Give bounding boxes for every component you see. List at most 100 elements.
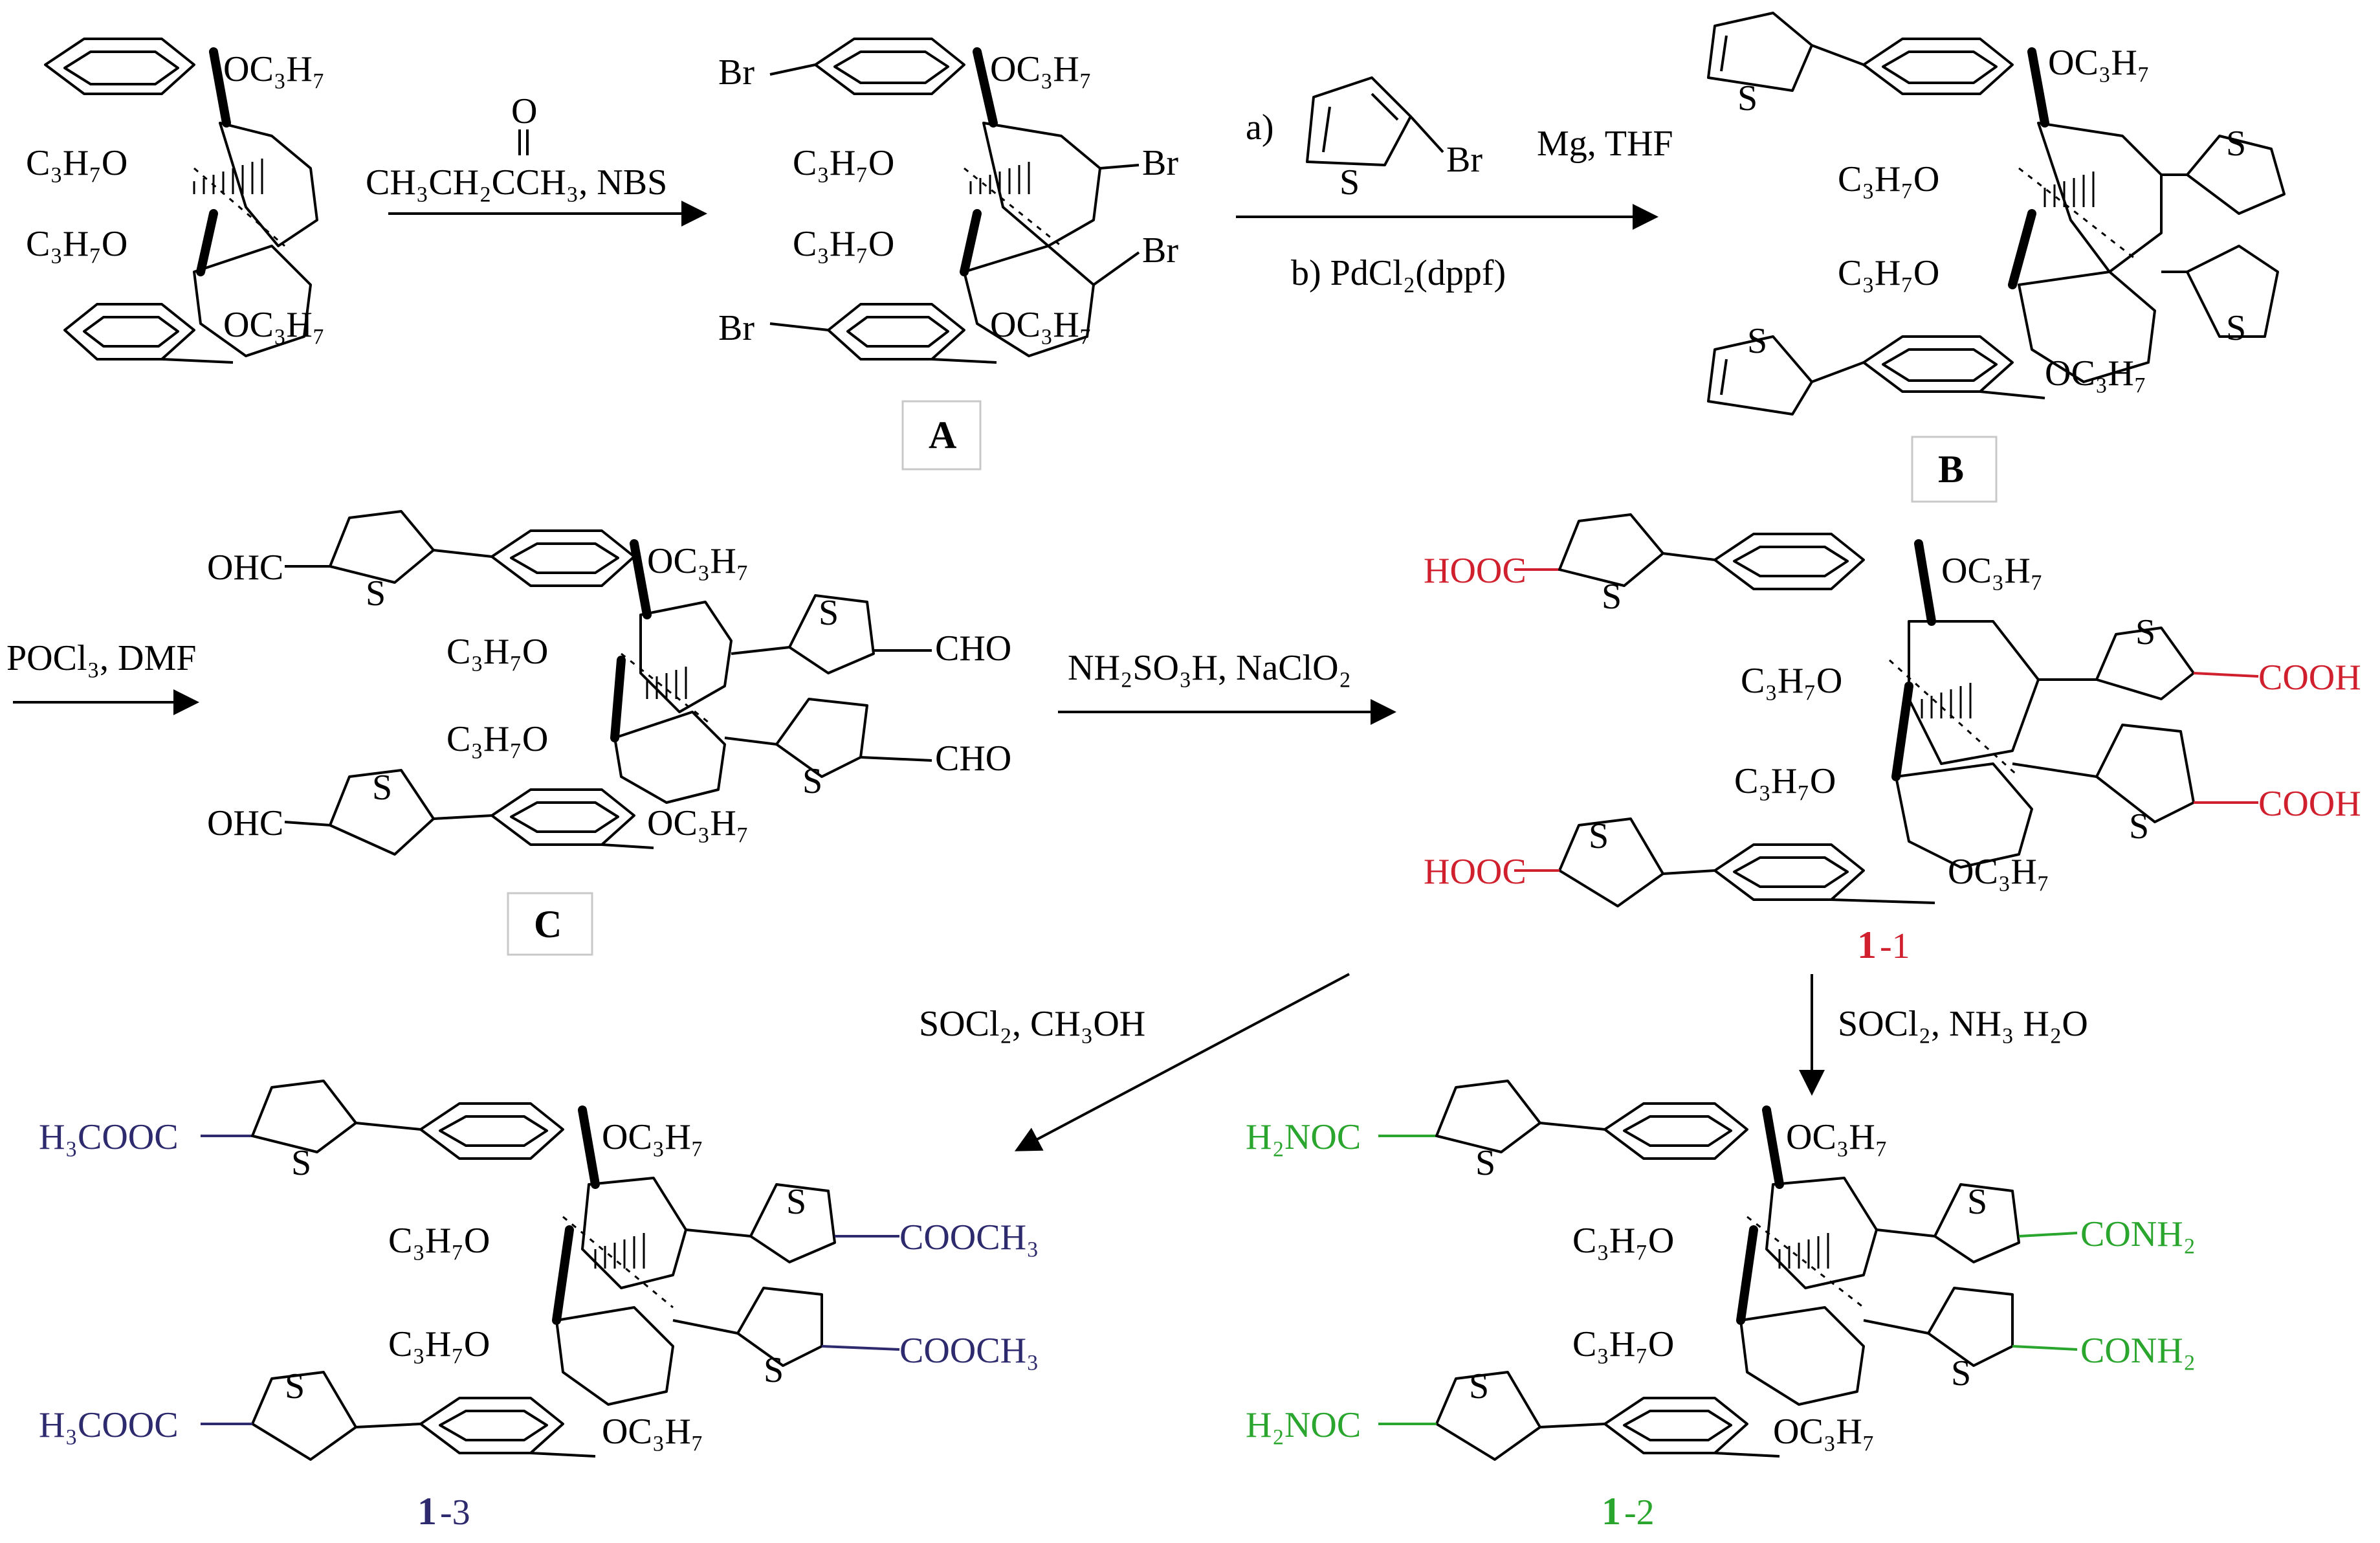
- compound-label-1-2-suffix: -2: [1624, 1493, 1655, 1533]
- hatch-1-1: [1921, 683, 1972, 718]
- oc3h7-label: OC₃H₇: [647, 803, 749, 843]
- c3h7o-label: C₃H₇O: [26, 143, 127, 183]
- br-label: Br: [1142, 230, 1178, 271]
- oc3h7-label: OC₃H₇: [223, 49, 325, 89]
- oc3h7-label: OC₃H₇: [223, 305, 325, 345]
- s-label: S: [1602, 577, 1622, 617]
- cho-label: CHO: [935, 628, 1011, 669]
- hatch-1: [193, 159, 263, 194]
- c3h7o-label: C₃H₇O: [388, 1324, 490, 1364]
- h3cooc-label: H₃COOC: [39, 1405, 179, 1445]
- s-label: S: [1951, 1353, 1971, 1393]
- h2noc-label: H₂NOC: [1246, 1117, 1361, 1157]
- br-label: Br: [1142, 143, 1178, 183]
- c3h7o-label: C₃H₇O: [1572, 1221, 1674, 1261]
- c3h7o-label: C₃H₇O: [793, 143, 894, 183]
- oc3h7-label: OC₃H₇: [2048, 43, 2150, 83]
- s-label: S: [291, 1143, 311, 1183]
- s-label: S: [802, 761, 822, 801]
- s-label: S: [764, 1350, 784, 1390]
- c3h7o-label: C₃H₇O: [793, 224, 894, 264]
- c3h7o-label: C₃H₇O: [1734, 761, 1836, 801]
- h3cooc-label: H₃COOC: [39, 1117, 179, 1157]
- s-label: S: [2226, 308, 2246, 348]
- compound-label-1-3-number: 1: [417, 1490, 437, 1533]
- oc3h7-label: OC₃H₇: [990, 305, 1092, 345]
- ohc-label: OHC: [207, 548, 283, 588]
- hooc-label: HOOC: [1424, 551, 1526, 591]
- reaction-arrow-6: SOCl₂, NH₃ H₂O: [1799, 974, 2088, 1096]
- compound-label-1-3-suffix: -3: [440, 1493, 470, 1533]
- reagent-step2-b: Mg, THF: [1537, 124, 1673, 164]
- compound-label-1-2-number: 1: [1602, 1490, 1621, 1533]
- compound-label-1-1-number: 1: [1857, 924, 1877, 966]
- s-label: S: [2129, 806, 2149, 847]
- br-label: Br: [718, 52, 755, 93]
- c3h7o-label: C₃H₇O: [446, 719, 548, 759]
- compound-label-1-1-suffix: -1: [1880, 926, 1910, 966]
- c3h7o-label: C₃H₇O: [1741, 661, 1842, 701]
- oc3h7-label: OC₃H₇: [602, 1117, 703, 1157]
- cooch3-label: COOCH₃: [899, 1331, 1039, 1371]
- hooc-label: HOOC: [1424, 852, 1526, 892]
- reagent-step3: POCl₃, DMF: [6, 638, 196, 678]
- reaction-arrow-2: a) S Br Mg, THF b) PdCl₂(dppf): [1236, 76, 1673, 293]
- oc3h7-label: OC₃H₇: [1948, 852, 2049, 892]
- s-label: S: [372, 768, 392, 808]
- compound-1-3: H₃COOC S S COOCH₃ S COOCH₃ S H₃COOC: [39, 1080, 1039, 1533]
- c3h7o-label: C₃H₇O: [1572, 1324, 1674, 1364]
- reaction-arrow-5: SOCl₂, CH₃OH: [919, 973, 1350, 1151]
- cooh-label: COOH: [2258, 784, 2361, 824]
- oc3h7-label: OC₃H₇: [1773, 1412, 1875, 1452]
- h2noc-label: H₂NOC: [1246, 1405, 1361, 1445]
- cooch3-label: COOCH₃: [899, 1217, 1039, 1258]
- reagent-step1: CH₃CH₂CCH₃, NBS: [366, 162, 667, 203]
- reagent-step4: NH₂SO₃H, NaClO₂: [1068, 648, 1351, 688]
- s-label: S: [819, 593, 839, 633]
- hatch-C: [646, 667, 687, 699]
- thiophene-s-label: S: [1339, 162, 1360, 203]
- compound-1-2: H₂NOC S S CONH₂ S CONH₂ S H₂NOC: [1246, 1080, 2196, 1533]
- c3h7o-label: C₃H₇O: [446, 632, 548, 672]
- cho-label: CHO: [935, 738, 1011, 779]
- compound-label-C: C: [534, 903, 562, 946]
- compound-1-1: HOOC S S COOH S COOH S HOOC: [1424, 513, 2361, 966]
- s-label: S: [1475, 1143, 1495, 1183]
- compound-A: Br OC₃H₇ Br C₃H₇O Br C₃H₇O Br OC₃H₇: [718, 38, 1178, 471]
- reagent-step5: SOCl₂, CH₃OH: [919, 1004, 1145, 1044]
- conh2-label: CONH₂: [2080, 1214, 2196, 1254]
- s-label: S: [1589, 816, 1609, 856]
- conh2-label: CONH₂: [2080, 1331, 2196, 1371]
- reaction-arrow-1: O CH₃CH₂CCH₃, NBS: [366, 91, 707, 227]
- reagent-step2-a: a): [1246, 107, 1274, 148]
- hatch-1-3: [594, 1233, 645, 1269]
- s-label: S: [366, 573, 386, 614]
- label-box-A: [901, 400, 982, 471]
- oc3h7-label: OC₃H₇: [602, 1412, 703, 1452]
- starting-material: OC₃H₇ C₃H₇O C₃H₇O OC₃H₇: [26, 38, 325, 364]
- oc3h7-label: OC₃H₇: [1941, 551, 2043, 591]
- reagent-step6: SOCl₂, NH₃ H₂O: [1838, 1004, 2088, 1044]
- oc3h7-label: OC₃H₇: [2045, 353, 2146, 394]
- cooh-label: COOH: [2258, 658, 2361, 698]
- compound-C: OHC S S CHO S CHO S OHC: [207, 510, 1011, 956]
- c3h7o-label: C₃H₇O: [26, 224, 127, 264]
- reaction-arrow-3: POCl₃, DMF: [6, 638, 199, 715]
- oc3h7-label: OC₃H₇: [1786, 1117, 1888, 1157]
- ohc-label: OHC: [207, 803, 283, 843]
- reaction-arrow-4: NH₂SO₃H, NaClO₂: [1058, 648, 1396, 725]
- ketone-oxygen-label: O: [511, 91, 537, 131]
- oc3h7-label: OC₃H₇: [647, 541, 749, 581]
- hatch-B: [2044, 172, 2095, 207]
- compound-label-A: A: [929, 414, 956, 456]
- s-label: S: [1469, 1366, 1489, 1406]
- br-label: Br: [718, 308, 755, 348]
- label-box-B: [1911, 436, 1998, 503]
- s-label: S: [1967, 1182, 1987, 1222]
- s-label: S: [1737, 78, 1757, 118]
- s-label: S: [1747, 321, 1767, 361]
- c3h7o-label: C₃H₇O: [1838, 253, 1939, 293]
- label-box-C: [507, 892, 593, 956]
- c3h7o-label: C₃H₇O: [1838, 159, 1939, 199]
